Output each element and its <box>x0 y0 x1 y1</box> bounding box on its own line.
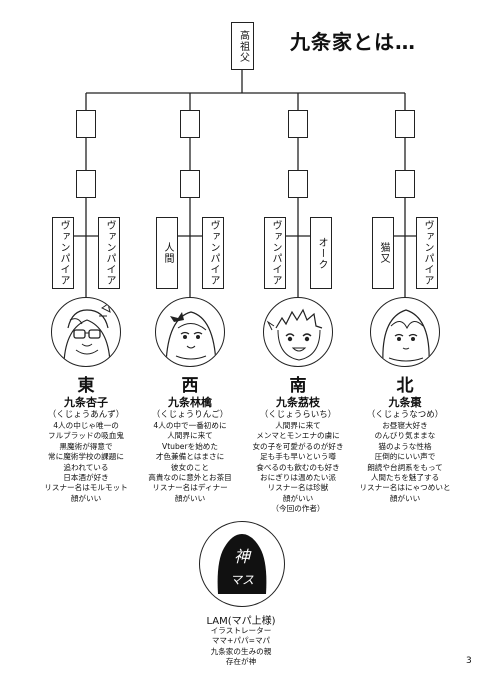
lineage-box-west-1 <box>180 110 200 138</box>
parent-label: ヴァンパイア <box>208 220 219 286</box>
description-line: 日本酒が好き <box>63 473 109 483</box>
portrait-natsume-art <box>382 309 430 365</box>
page-number: 3 <box>466 656 472 666</box>
creator-name: LAM(マパ上様) <box>206 616 276 627</box>
creator-description: イラストレーター ママ+パパ=マパ 九条家の生みの親 存在が神 <box>181 626 301 668</box>
lineage-box-south-1 <box>288 110 308 138</box>
description-line: リスナー名はにゃつめいと <box>359 483 451 493</box>
description-line: 足も手も早いという噂 <box>260 452 336 462</box>
parent-box-north-right: ヴァンパイア <box>416 217 438 289</box>
portrait-ringo-art <box>165 311 217 365</box>
member-name-anzu: 九条杏子 <box>64 396 108 409</box>
lineage-box-west-2 <box>180 170 200 198</box>
description-line: Vtuberを始めた <box>162 441 218 451</box>
description-line: フルブラッドの吸血鬼 <box>48 431 124 441</box>
description-line: 朗読や台詞系をもって <box>367 462 443 472</box>
lineage-box-north-1 <box>395 110 415 138</box>
portrait-raichi <box>263 297 333 367</box>
description-line: 顔がいい <box>174 493 206 503</box>
member-reading-natsume: （くじょうなつめ） <box>366 410 444 420</box>
member-name-raichi: 九条茘枝 <box>276 396 320 409</box>
description-line: 圧倒的にいい声で <box>374 452 436 462</box>
parent-box-east-left: ヴァンパイア <box>52 217 74 289</box>
description-line: のんびり気ままな <box>374 431 436 441</box>
lineage-box-east-2 <box>76 170 96 198</box>
member-reading-ringo: （くじょうりんご） <box>151 410 229 420</box>
creator-emblem-top: 神 <box>234 547 252 566</box>
lineage-box-south-2 <box>288 170 308 198</box>
parent-box-west-left: 人間 <box>156 217 178 289</box>
parent-label: オーク <box>316 236 327 270</box>
direction-east: 東 <box>77 376 95 396</box>
parent-label: ヴァンパイア <box>422 220 433 286</box>
description-line: 4人の中じゃ唯一の <box>53 421 119 430</box>
description-line: 猫のような性格 <box>378 441 432 451</box>
direction-west: 西 <box>181 376 199 396</box>
creator-portrait: 神 マス <box>199 521 285 607</box>
creator-silhouette: 神 マス <box>217 534 267 594</box>
parent-box-south-right: オーク <box>310 217 332 289</box>
description-line: リスナー名は珍獣 <box>267 483 329 493</box>
description-line: 人間たちを魅了する <box>370 473 440 483</box>
parent-box-north-left: 猫又 <box>372 217 394 289</box>
description-line: リスナー名はディナー <box>152 483 228 493</box>
portrait-anzu <box>51 297 121 367</box>
parent-label: 猫又 <box>378 242 389 264</box>
member-description-raichi: 人間界に来て メンマとモンエナの虜に 女の子を可愛がるのが好き 足も手も早いとい… <box>238 421 358 515</box>
parent-box-south-left: ヴァンパイア <box>264 217 286 289</box>
portrait-raichi-art <box>266 308 323 361</box>
lineage-box-east-1 <box>76 110 96 138</box>
lineage-box-north-2 <box>395 170 415 198</box>
member-reading-raichi: （くじょうらいち） <box>259 410 337 420</box>
creator-emblem-bottom: マス <box>230 573 254 587</box>
parent-box-east-right: ヴァンパイア <box>98 217 120 289</box>
description-line: 食べるのも飲むのも好き <box>256 462 340 472</box>
member-description-natsume: お昼寝大好き のんびり気ままな 猫のような性格 圧倒的にいい声で 朗読や台詞系を… <box>345 421 465 504</box>
description-line: （今回の作者） <box>271 504 325 514</box>
member-name-ringo: 九条林檎 <box>168 396 212 409</box>
page-title: 九条家とは… <box>290 30 416 54</box>
description-line: 4人の中で一番初めに <box>153 421 227 430</box>
description-line: 常に魔術学校の課題に <box>48 452 124 462</box>
description-line: おにぎりは温めたい派 <box>260 473 336 483</box>
description-line: イラストレーター <box>210 626 272 635</box>
description-line: 高貴なのに意外とお茶目 <box>148 473 232 483</box>
description-line: 顔がいい <box>389 493 421 503</box>
description-line: 顔がいい <box>70 493 102 503</box>
description-line: 黒魔術が得意で <box>59 441 113 451</box>
portrait-natsume <box>370 297 440 367</box>
direction-north: 北 <box>396 376 414 396</box>
description-line: 人間界に来て <box>167 431 213 441</box>
member-name-natsume: 九条棗 <box>388 396 422 409</box>
description-line: ママ+パパ=マパ <box>211 636 271 646</box>
ancestor-box: 高祖父 <box>231 22 254 70</box>
parent-box-west-right: ヴァンパイア <box>202 217 224 289</box>
description-line: 追われている <box>63 462 109 472</box>
description-line: 才色兼備とはまさに <box>155 452 225 462</box>
parent-label: 人間 <box>162 242 173 264</box>
description-line: お昼寝大好き <box>382 421 428 430</box>
description-line: 九条家の生みの親 <box>210 646 272 656</box>
parent-label: ヴァンパイア <box>270 220 281 286</box>
portrait-ringo <box>155 297 225 367</box>
parent-label: ヴァンパイア <box>104 220 115 286</box>
parent-label: ヴァンパイア <box>58 220 69 286</box>
member-description-ringo: 4人の中で一番初めに 人間界に来て Vtuberを始めた 才色兼備とはまさに 彼… <box>130 421 250 504</box>
description-line: 存在が神 <box>225 657 257 667</box>
portrait-anzu-art <box>63 303 111 363</box>
description-line: 彼女のこと <box>171 462 209 472</box>
ancestor-label: 高祖父 <box>237 29 249 63</box>
description-line: 女の子を可愛がるのが好き <box>252 441 344 451</box>
description-line: 顔がいい <box>282 493 314 503</box>
description-line: メンマとモンエナの虜に <box>256 431 340 441</box>
member-reading-anzu: （くじょうあんず） <box>47 410 125 420</box>
direction-south: 南 <box>289 376 307 396</box>
description-line: リスナー名はモルモット <box>44 483 128 493</box>
description-line: 人間界に来て <box>275 421 321 430</box>
member-description-anzu: 4人の中じゃ唯一の フルブラッドの吸血鬼 黒魔術が得意で 常に魔術学校の課題に … <box>26 421 146 504</box>
